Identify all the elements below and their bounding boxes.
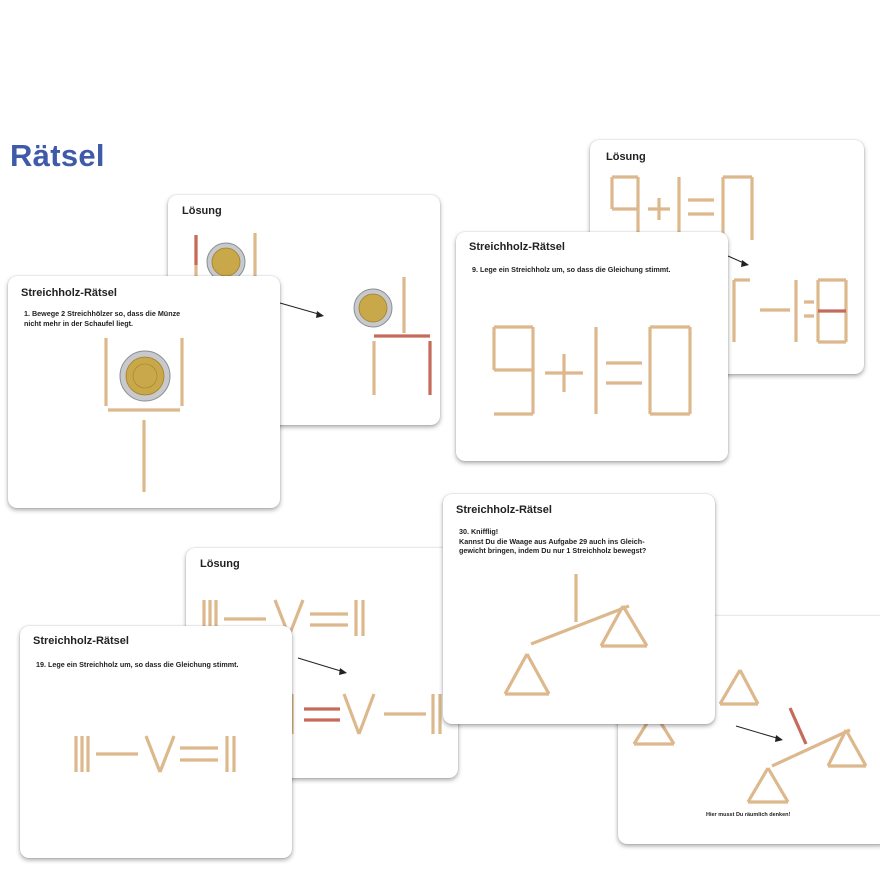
matchstick-figure xyxy=(492,325,692,416)
matchstick-figure xyxy=(74,735,236,773)
page-title: Rätsel xyxy=(10,138,105,173)
matchstick-figure xyxy=(503,574,649,696)
hint-text: Hier musst Du räumlich denken! xyxy=(706,812,791,818)
puzzle-card-scale[interactable]: Streichholz-Rätsel 30. Knifflig! Kannst … xyxy=(443,494,715,724)
card-title: Streichholz-Rätsel xyxy=(21,287,117,299)
matchstick-figure xyxy=(610,175,848,344)
matchstick-figure xyxy=(632,669,868,804)
card-title: Lösung xyxy=(606,151,646,163)
puzzle-instruction: 1. Bewege 2 Streichhölzer so, dass die M… xyxy=(24,309,181,328)
puzzle-instruction: 9. Lege ein Streichholz um, so dass die … xyxy=(472,265,671,274)
card-title: Lösung xyxy=(182,205,222,217)
arrow-icon xyxy=(735,725,783,742)
arrow-icon xyxy=(727,255,749,267)
matchstick-figure xyxy=(202,599,442,735)
card-title: Streichholz-Rätsel xyxy=(33,635,129,647)
card-title: Lösung xyxy=(200,558,240,570)
puzzle-card-shovel[interactable]: Streichholz-Rätsel 1. Bewege 2 Streichhö… xyxy=(8,276,280,508)
puzzle-card-nine[interactable]: Streichholz-Rätsel 9. Lege ein Streichho… xyxy=(456,232,728,461)
matchstick-figure xyxy=(104,338,184,492)
euro-coin-icon xyxy=(353,288,393,328)
puzzle-instruction: 30. Knifflig! Kannst Du die Waage aus Au… xyxy=(459,527,647,555)
puzzle-instruction: 19. Lege ein Streichholz um, so dass die… xyxy=(36,660,239,669)
puzzle-card-roman[interactable]: Streichholz-Rätsel 19. Lege ein Streichh… xyxy=(20,626,292,858)
matchstick-figure xyxy=(194,233,432,395)
arrow-icon xyxy=(297,657,347,675)
euro-coin-icon xyxy=(119,350,171,402)
arrow-icon xyxy=(279,302,324,318)
solution-card-scale[interactable]: Hier musst Du räumlich denken! xyxy=(618,616,880,844)
card-title: Streichholz-Rätsel xyxy=(469,241,565,253)
card-title: Streichholz-Rätsel xyxy=(456,504,552,516)
